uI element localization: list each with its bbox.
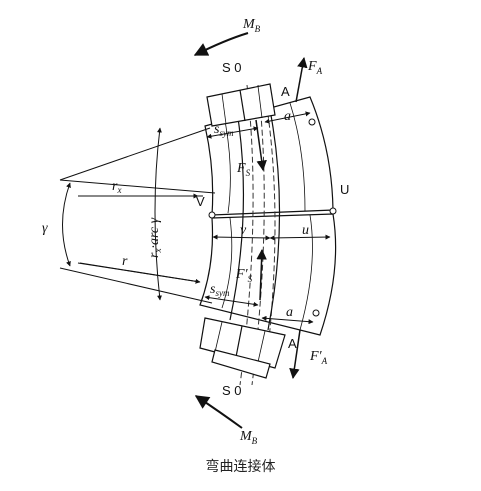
mb-top-moment-arrow: [193, 32, 249, 56]
v-dim-label: v: [240, 223, 247, 238]
r-label: r: [122, 254, 128, 269]
a-dim-bottom-label: a: [286, 305, 293, 320]
v-point-marker: [208, 211, 216, 219]
u-point-marker: [329, 207, 337, 215]
v-point-label: V: [196, 194, 205, 209]
ssym-bottom-label: ssym: [210, 282, 230, 298]
mb-bottom-label: MB: [239, 429, 258, 446]
fa-prime-label: F′A: [309, 349, 328, 366]
mb-top-label: MB: [242, 17, 261, 34]
radial-lines: [59, 127, 216, 304]
ssym-top-dimension: [206, 126, 259, 139]
u-dimension: [269, 234, 331, 241]
u-dim-label: u: [302, 223, 309, 238]
figure-caption: 弯曲连接体: [205, 459, 276, 475]
a-top-dimension: [264, 111, 311, 124]
fa-prime-force-arrow: [289, 329, 301, 380]
fs-prime-force-arrow: [256, 248, 267, 301]
mb-bottom-moment-arrow: [194, 395, 243, 429]
fs-force-arrow: [255, 119, 267, 172]
arc-length-dimension: [154, 127, 162, 301]
u-point-label: U: [340, 182, 349, 197]
gamma-label: γ: [42, 221, 48, 236]
a-bottom-dimension: [261, 315, 314, 325]
fa-force-arrow: [295, 56, 308, 103]
a-bottom-label: A: [288, 336, 297, 351]
fs-prime-label: F′S: [235, 267, 253, 284]
a-top-point-marker: [308, 118, 316, 126]
ssym-bottom-dimension: [204, 295, 259, 307]
bolt-shank: [229, 109, 281, 331]
s0-top-label: S 0: [222, 60, 242, 75]
arc-length-label: rx·arc γ: [147, 217, 163, 258]
lower-clamped-part: [199, 213, 337, 336]
v-dimension: [212, 234, 271, 241]
a-dim-top-label: a: [284, 109, 291, 124]
a-top-label: A: [281, 84, 290, 99]
r-dimension-arrow: [79, 262, 201, 284]
rx-label: rx: [112, 179, 121, 195]
fa-label: FA: [307, 59, 323, 76]
upper-bolt-head: [206, 83, 276, 127]
s0-bottom-label: S 0: [222, 383, 242, 398]
gamma-angle-arc: [62, 182, 71, 267]
fs-label: FS: [236, 161, 251, 178]
lower-nut: [199, 317, 286, 379]
ssym-top-label: ssym: [214, 122, 234, 138]
a-bottom-point-marker: [312, 309, 320, 317]
